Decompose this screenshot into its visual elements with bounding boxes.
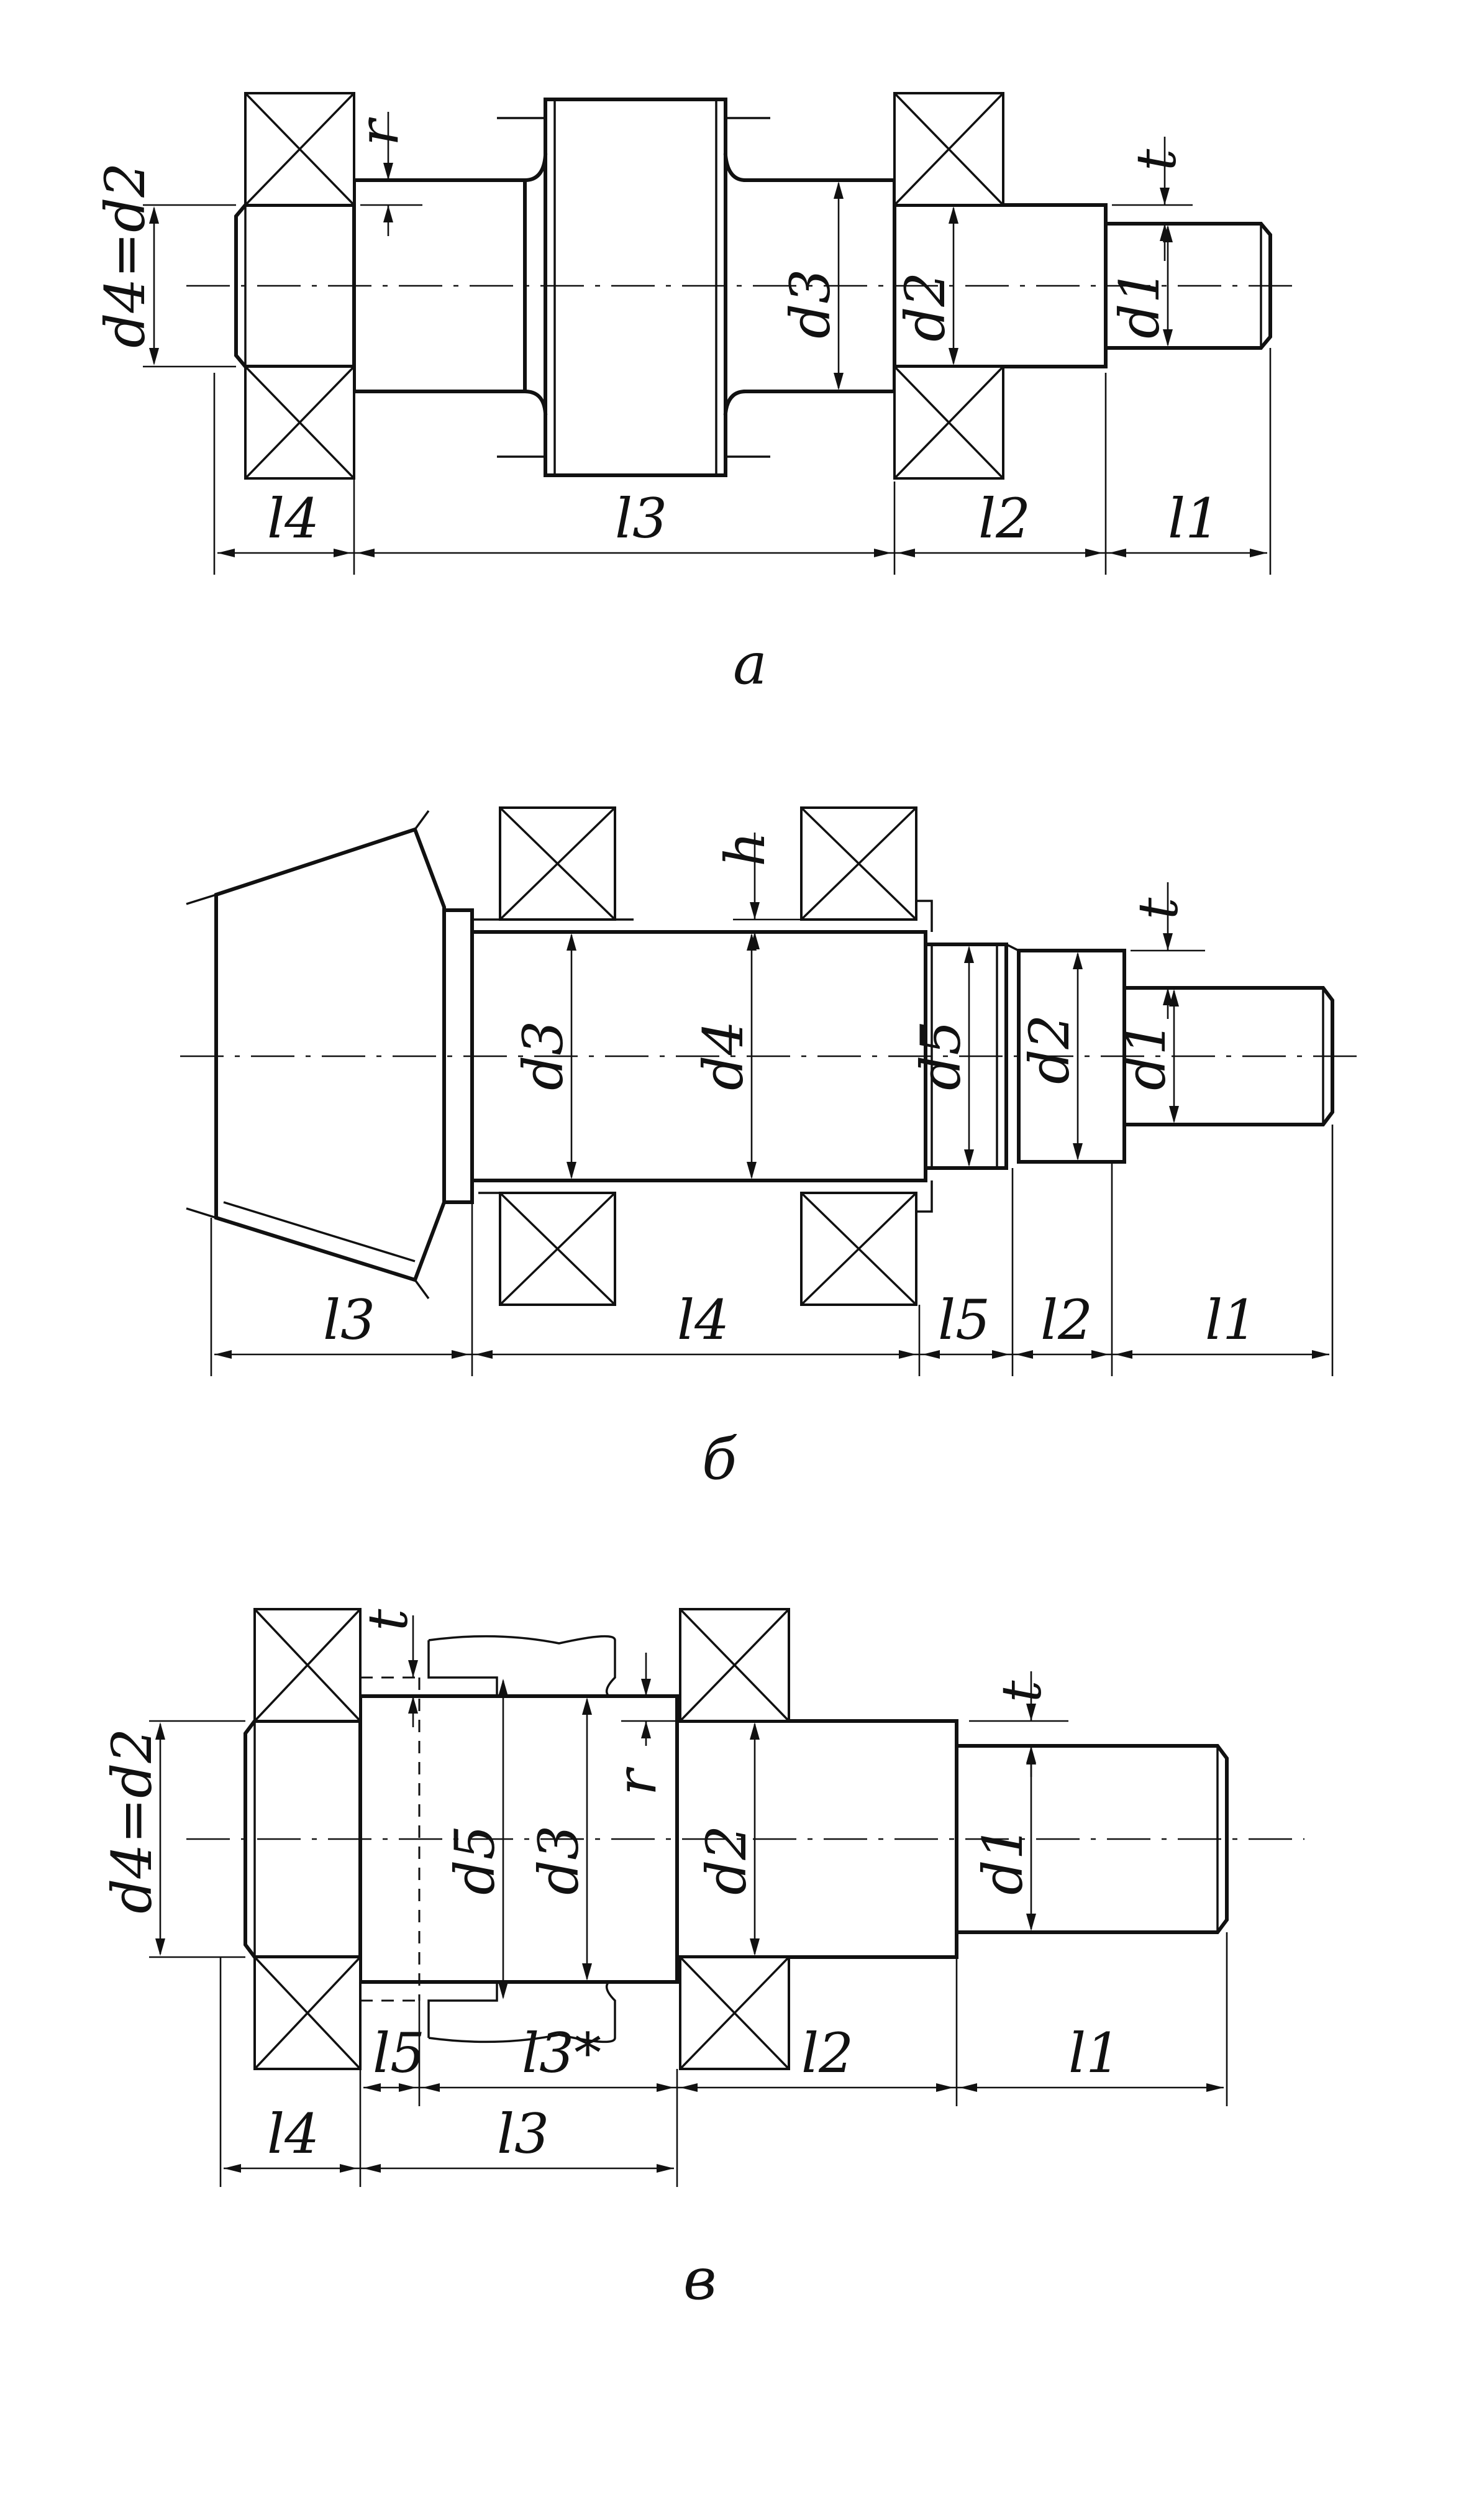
label-d2-b: d2 bbox=[1017, 1015, 1081, 1084]
bearing-top-left-b bbox=[499, 806, 616, 921]
figure-b-shaft: h t d3 d4 d5 d2 d1 bbox=[180, 806, 1367, 1492]
label-d5-v: d5 bbox=[443, 1825, 507, 1895]
label-l3: l3 bbox=[615, 486, 667, 550]
label-l3-v: l3 bbox=[497, 2102, 549, 2166]
label-l3-b: l3 bbox=[323, 1288, 375, 1352]
label-l5-b: l5 bbox=[938, 1288, 990, 1352]
label-t: t bbox=[1124, 148, 1188, 171]
label-d1-b: d1 bbox=[1114, 1021, 1178, 1090]
bearing-bottom-right-v bbox=[679, 1956, 790, 2070]
bearing-top-right-v bbox=[679, 1608, 790, 1722]
label-l5-v: l5 bbox=[373, 2021, 425, 2085]
label-l2-v: l2 bbox=[801, 2021, 853, 2085]
bearing-bottom-right bbox=[893, 365, 1004, 480]
label-l1-v: l1 bbox=[1068, 2021, 1121, 2085]
label-d4-b: d4 bbox=[691, 1021, 755, 1090]
bearing-top-right-b bbox=[800, 806, 917, 921]
label-d3: d3 bbox=[778, 269, 842, 339]
label-l1-b: l1 bbox=[1205, 1288, 1257, 1352]
label-d5-b: d5 bbox=[909, 1021, 973, 1090]
label-l4-b: l4 bbox=[677, 1288, 729, 1352]
label-d1-v: d1 bbox=[971, 1825, 1035, 1895]
label-d1: d1 bbox=[1108, 269, 1172, 339]
bearing-top-left-v bbox=[253, 1608, 362, 1722]
label-d4-eq-d2: d4=d2 bbox=[93, 163, 157, 348]
label-d3-v: d3 bbox=[527, 1825, 591, 1895]
label-h: h bbox=[713, 831, 777, 867]
label-r: r bbox=[347, 117, 411, 146]
label-l3star-v: l3* bbox=[522, 2021, 601, 2085]
label-d2: d2 bbox=[893, 272, 957, 342]
caption-v: в bbox=[683, 2246, 717, 2312]
bearing-bottom-left bbox=[244, 365, 355, 480]
label-l4: l4 bbox=[267, 486, 319, 550]
label-r-v: r bbox=[604, 1766, 668, 1796]
label-d4-eq-d2-v: d4=d2 bbox=[100, 1728, 164, 1914]
figure-v-shaft: d4=d2 t r t d5 d3 d2 bbox=[100, 1608, 1304, 2312]
bearing-bottom-left-v bbox=[253, 1956, 362, 2070]
bearing-top-right bbox=[893, 92, 1004, 206]
label-t-b: t bbox=[1126, 897, 1190, 920]
label-t-top-v: t bbox=[356, 1609, 420, 1631]
label-l2: l2 bbox=[978, 486, 1031, 550]
figure-a-shaft: d4=d2 r d3 d2 d1 t bbox=[93, 92, 1292, 697]
label-l1: l1 bbox=[1168, 486, 1220, 550]
caption-b: б bbox=[702, 1426, 737, 1492]
label-l4-v: l4 bbox=[267, 2102, 319, 2166]
bearing-bottom-right-b bbox=[800, 1192, 917, 1306]
label-d3-b: d3 bbox=[511, 1021, 575, 1090]
label-d2-v: d2 bbox=[694, 1825, 758, 1895]
caption-a: а bbox=[733, 631, 767, 697]
bearing-bottom-left-b bbox=[499, 1192, 616, 1306]
bearing-top-left bbox=[244, 92, 355, 206]
label-t-v: t bbox=[990, 1680, 1054, 1702]
label-l2-b: l2 bbox=[1040, 1288, 1093, 1352]
